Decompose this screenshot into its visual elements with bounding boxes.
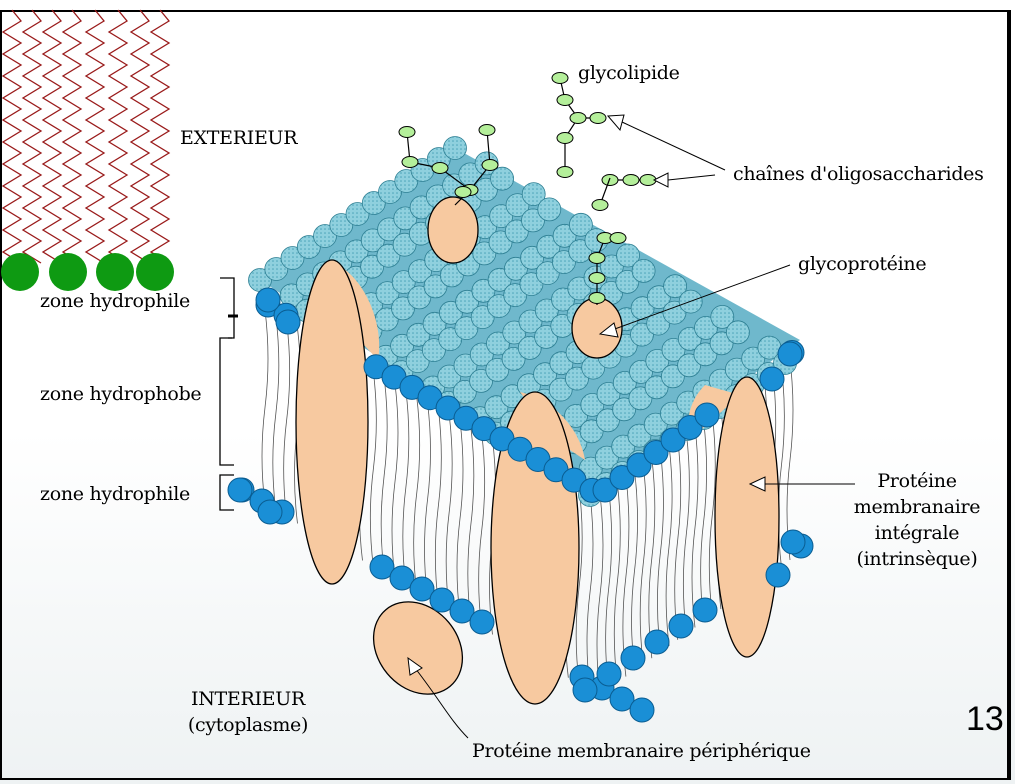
lipid-head [760, 367, 784, 391]
lipid-head [726, 321, 749, 344]
lipid-head [470, 610, 494, 634]
sugar-unit [590, 113, 606, 124]
hydrophobic-tail [649, 458, 655, 658]
lipid-tail [151, 10, 169, 263]
sugar-unit [589, 293, 605, 304]
glycoprotein-top [428, 197, 478, 263]
lipid-head [630, 698, 654, 722]
zone-brackets [220, 278, 238, 510]
lipid-head [645, 630, 669, 654]
label-interieur: INTERIEUR (cytoplasme) [178, 686, 318, 738]
hydrophobic-tail [446, 415, 452, 610]
polar-head [136, 253, 174, 291]
lipid-tail [3, 10, 21, 263]
lipid-head [632, 259, 655, 282]
hydrophobic-tail [457, 421, 463, 616]
sugar-unit [570, 113, 586, 124]
label-proteine-integrale: Protéine membranaire intégrale (intrinsè… [852, 468, 982, 572]
polar-heads-decoration [1, 253, 174, 291]
lipid-tails-decoration [3, 10, 169, 263]
hydrophobic-tail [284, 322, 290, 517]
hydrophobic-tail [468, 427, 474, 622]
hydrophobic-tail [692, 428, 698, 628]
hydrophobic-tail [273, 316, 279, 511]
sugar-unit [589, 273, 605, 284]
lipid-head [256, 288, 280, 312]
label-zone-hydrophile-top: zone hydrophile [40, 290, 190, 312]
hydrophobic-tail [640, 464, 646, 664]
sugar-unit [623, 175, 639, 186]
hydrophobic-tail [632, 470, 638, 670]
lipid-head [258, 500, 282, 524]
hydrophobic-tail [657, 452, 663, 652]
lipid-head [444, 137, 467, 160]
sugar-unit [455, 187, 471, 198]
sugar-unit [399, 127, 415, 138]
lipid-head [669, 614, 693, 638]
polar-head [49, 253, 87, 291]
lipid-tail [63, 10, 81, 263]
lipid-head [778, 342, 802, 366]
lipid-head [766, 563, 790, 587]
sugar-unit [557, 167, 573, 178]
lipid-tail [131, 10, 149, 263]
lipid-tail [86, 10, 104, 263]
lipid-head [695, 403, 719, 427]
label-glycoproteine: glycoprotéine [798, 253, 926, 275]
sugar-unit [432, 163, 448, 174]
label-exterieur: EXTERIEUR [180, 127, 297, 149]
lipid-head [228, 478, 252, 502]
hydrophobic-tail [262, 310, 268, 505]
hydrophobic-tail [666, 446, 672, 646]
hydrophobic-tail [701, 421, 707, 621]
label-chaines-oligosaccharides: chaînes d'oligosaccharides [733, 163, 984, 185]
hydrophobic-tail [614, 483, 620, 683]
sugar-unit [610, 233, 626, 244]
hydrophobic-tail [392, 384, 398, 579]
hydrophobic-tail [675, 440, 681, 640]
lipid-head [538, 198, 561, 221]
label-zone-hydrophile-bottom: zone hydrophile [40, 483, 190, 505]
hydrophobic-tail [587, 495, 593, 690]
lipid-tail [43, 10, 61, 263]
sugar-unit [592, 200, 608, 211]
hydrophobic-tail [435, 409, 441, 604]
lipid-head [621, 646, 645, 670]
lipid-head [781, 530, 805, 554]
label-proteine-peripherique: Protéine membranaire périphérique [472, 740, 811, 762]
hydrophobic-tail [479, 433, 485, 628]
polar-head [1, 253, 39, 291]
sugar-unit [402, 157, 418, 168]
sugar-unit [589, 253, 605, 264]
sugar-unit [482, 160, 498, 171]
lipid-head [597, 662, 621, 686]
lipid-tail [23, 10, 41, 263]
sugar-unit [557, 133, 573, 144]
lipid-head [491, 167, 514, 190]
hydrophobic-tail [425, 403, 431, 598]
label-zone-hydrophobe: zone hydrophobe [40, 383, 201, 405]
lipid-tail [109, 10, 127, 263]
hydrophobic-tail [683, 434, 689, 634]
sugar-unit [552, 73, 568, 84]
label-glycolipide: glycolipide [578, 62, 680, 84]
lipid-head [276, 310, 300, 334]
hydrophobic-tail [370, 372, 376, 567]
lipid-head [693, 598, 717, 622]
sugar-unit [557, 95, 573, 106]
hydrophobic-tail [403, 390, 409, 585]
hydrophobic-tail [606, 489, 612, 689]
lipid-head [573, 678, 597, 702]
sugar-unit [479, 125, 495, 136]
hydrophobic-tail [381, 378, 387, 573]
integral-protein-right [715, 377, 779, 657]
slide-number: 13 [966, 700, 1004, 739]
integral-protein-left [296, 260, 368, 584]
sugar-unit [602, 175, 618, 186]
hydrophobic-tail [414, 396, 420, 591]
polar-head [96, 253, 134, 291]
